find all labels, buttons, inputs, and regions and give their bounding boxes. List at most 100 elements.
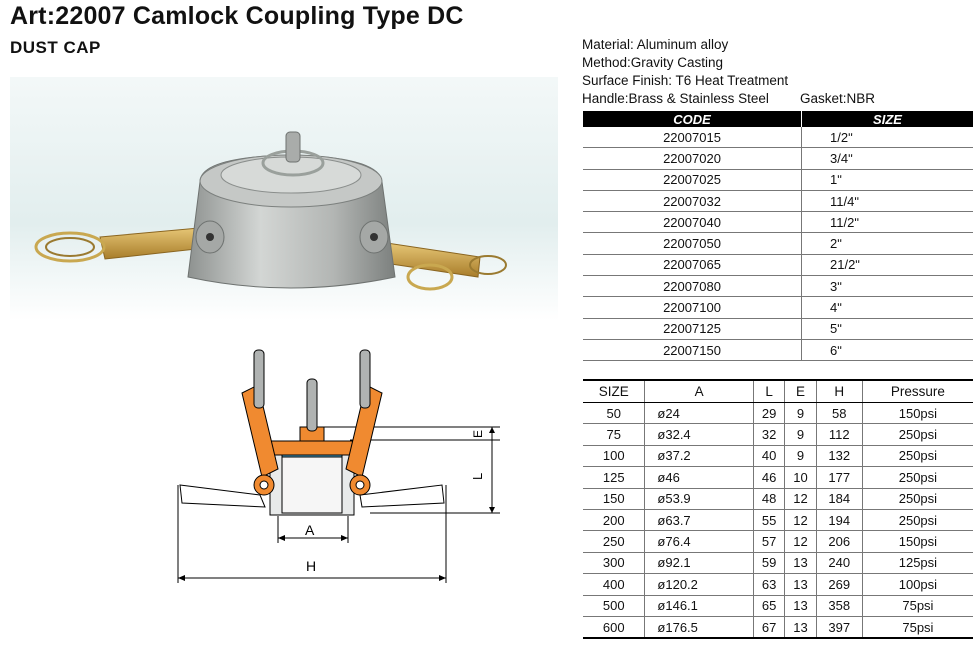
size-header: SIZE [801, 111, 973, 127]
size-cell: 1ʺ [801, 169, 973, 191]
h-cell: 132 [815, 445, 863, 468]
e-cell: 9 [784, 445, 817, 468]
a-cell: ø37.2 [644, 445, 754, 468]
e-cell: 13 [784, 616, 817, 640]
l-cell: 29 [752, 402, 785, 425]
h-cell: 194 [815, 509, 863, 532]
h-cell: 240 [815, 552, 863, 575]
e-cell: 9 [784, 423, 817, 446]
e-cell: 13 [784, 573, 817, 596]
spec-gasket: Gasket:NBR [800, 91, 876, 106]
h-cell: 177 [815, 466, 863, 489]
e-cell: 12 [784, 530, 817, 553]
pressure-cell: 150psi [861, 530, 973, 553]
pressure-cell: 250psi [861, 509, 973, 532]
size-cell: 125 [583, 466, 645, 489]
column-header: Pressure [861, 379, 973, 403]
size-cell: 150 [583, 488, 645, 510]
pressure-cell: 250psi [861, 488, 973, 510]
a-cell: ø63.7 [644, 509, 754, 532]
l-cell: 46 [752, 466, 785, 489]
code-cell: 22007015 [583, 127, 802, 149]
size-cell: 3ʺ [801, 275, 973, 298]
e-cell: 12 [784, 488, 817, 510]
page-subtitle: DUST CAP [10, 38, 101, 57]
size-cell: 4ʺ [801, 296, 973, 319]
code-cell: 22007040 [583, 211, 802, 234]
l-cell: 65 [752, 595, 785, 617]
dimension-l-label: L [470, 473, 485, 480]
pressure-cell: 150psi [861, 402, 973, 425]
size-cell: 1/2ʺ [801, 127, 973, 149]
size-cell: 21/2ʺ [801, 254, 973, 277]
page-title: Art:22007 Camlock Coupling Type DC [10, 2, 464, 30]
size-cell: 50 [583, 402, 645, 425]
size-cell: 500 [583, 595, 645, 617]
e-cell: 13 [784, 595, 817, 617]
size-cell: 75 [583, 423, 645, 446]
pressure-cell: 250psi [861, 423, 973, 446]
code-cell: 22007065 [583, 254, 802, 277]
code-cell: 22007020 [583, 147, 802, 170]
code-header: CODE [583, 111, 802, 127]
l-cell: 63 [752, 573, 785, 596]
l-cell: 57 [752, 530, 785, 553]
a-cell: ø120.2 [644, 573, 754, 596]
l-cell: 55 [752, 509, 785, 532]
size-cell: 5ʺ [801, 318, 973, 340]
column-header: L [752, 379, 785, 403]
pressure-cell: 100psi [861, 573, 973, 596]
code-cell: 22007025 [583, 169, 802, 191]
size-cell: 11/2ʺ [801, 211, 973, 234]
a-cell: ø24 [644, 402, 754, 425]
column-header: SIZE [583, 379, 645, 403]
size-cell: 6ʺ [801, 339, 973, 362]
size-cell: 11/4ʺ [801, 190, 973, 213]
product-photo [10, 77, 558, 321]
code-cell: 22007050 [583, 232, 802, 255]
h-cell: 397 [815, 616, 863, 640]
size-cell: 600 [583, 616, 645, 640]
a-cell: ø92.1 [644, 552, 754, 575]
dimension-a-label: A [305, 522, 315, 538]
code-cell: 22007150 [583, 339, 802, 362]
size-cell: 400 [583, 573, 645, 596]
size-cell: 200 [583, 509, 645, 532]
technical-diagram: A H L E [177, 349, 500, 583]
h-cell: 206 [815, 530, 863, 553]
code-cell: 22007080 [583, 275, 802, 298]
spec-finish: Surface Finish: T6 Heat Treatment [582, 73, 789, 88]
code-cell: 22007100 [583, 296, 802, 319]
size-cell: 3/4ʺ [801, 147, 973, 170]
e-cell: 9 [784, 402, 817, 425]
e-cell: 10 [784, 466, 817, 489]
l-cell: 32 [752, 423, 785, 446]
a-cell: ø46 [644, 466, 754, 489]
code-cell: 22007032 [583, 190, 802, 213]
column-header: H [815, 379, 863, 403]
size-cell: 300 [583, 552, 645, 575]
h-cell: 58 [815, 402, 863, 425]
spec-handle: Handle:Brass & Stainless Steel [582, 91, 769, 106]
column-header: A [644, 379, 754, 403]
pressure-cell: 75psi [861, 595, 973, 617]
dimension-h-label: H [306, 558, 316, 574]
size-cell: 100 [583, 445, 645, 468]
a-cell: ø53.9 [644, 488, 754, 510]
